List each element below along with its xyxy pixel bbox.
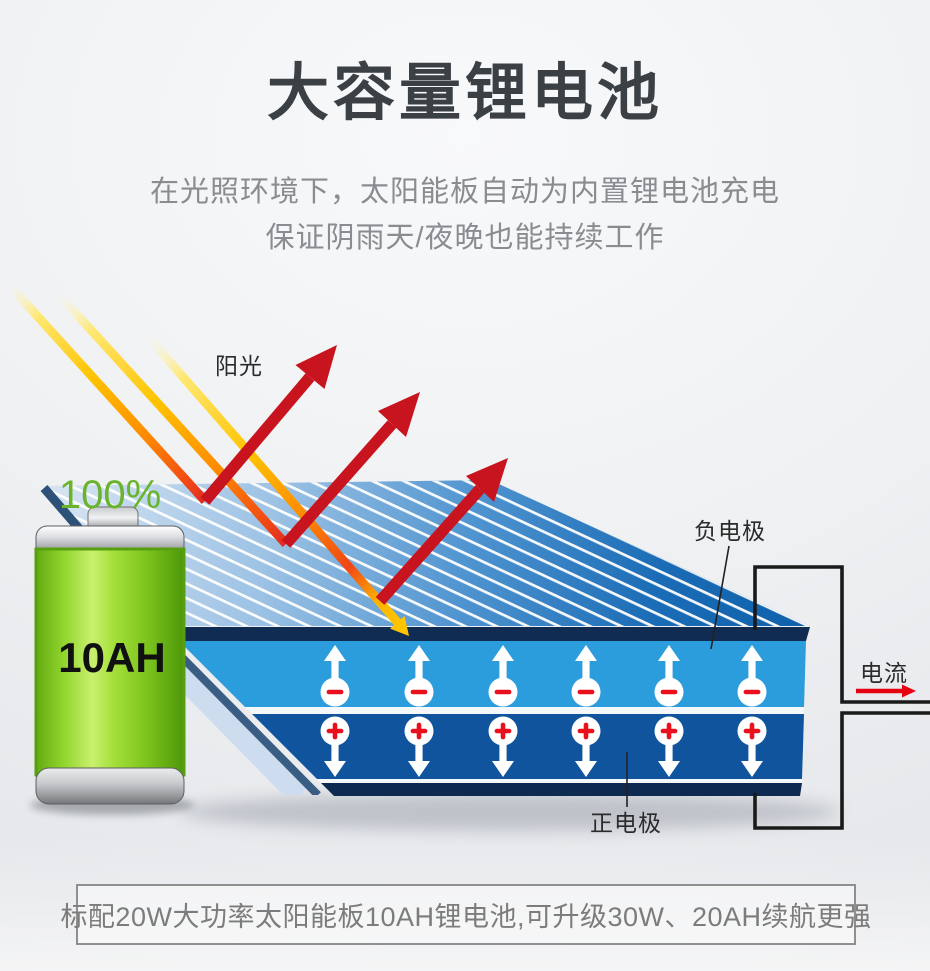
reflection-arrow-2-head xyxy=(378,392,420,437)
panel-separator-gap-2 xyxy=(317,779,802,783)
battery-charge-percent: 100% xyxy=(59,473,161,517)
panel-shadow xyxy=(180,793,840,831)
battery-illustration: 10AH xyxy=(34,506,186,805)
sun-rays xyxy=(6,282,409,636)
reflection-arrow-3-head xyxy=(466,458,508,502)
reflection-arrow-2-stem xyxy=(281,420,397,548)
battery-body xyxy=(34,547,186,777)
subtitle-line-2: 保证阴雨天/夜晚也能持续工作 xyxy=(265,222,665,254)
reflection-arrow-1-head xyxy=(295,345,337,389)
current-indicator: 电流 xyxy=(856,660,916,698)
sun-ray-3-arrowhead xyxy=(390,616,409,636)
reflection-arrows xyxy=(200,345,508,605)
circuit-wires xyxy=(753,565,930,830)
reflection-arrow-1-stem xyxy=(200,373,315,505)
negative-electrode-label: 负电极 xyxy=(694,518,766,544)
sun-ray-1 xyxy=(6,282,209,505)
negative-electrode-pointer xyxy=(710,545,730,650)
sun-ray-2 xyxy=(56,292,290,548)
circuit-wire-top xyxy=(753,565,930,704)
footer-note-text: 标配20W大功率太阳能板10AH锂电池,可升级30W、20AH续航更强 xyxy=(60,902,872,932)
reflection-arrow-3-stem xyxy=(375,485,485,605)
current-label: 电流 xyxy=(860,660,908,686)
battery-capacity-label: 10AH xyxy=(58,634,165,681)
subtitle-line-1: 在光照环境下，太阳能板自动为内置锂电池充电 xyxy=(149,176,780,208)
positive-electrode-label: 正电极 xyxy=(590,810,662,836)
electrode-callouts: 负电极 正电极 xyxy=(590,518,766,836)
circuit-wire-bottom xyxy=(753,711,930,830)
panel-top-electrode-strip xyxy=(165,627,810,641)
battery-bottom-cap xyxy=(35,767,185,805)
sun-ray-3 xyxy=(144,334,403,627)
current-arrow-head xyxy=(902,684,916,698)
sunlight-label: 阳光 xyxy=(215,353,263,379)
page-title: 大容量锂电池 xyxy=(266,59,663,128)
footer-note-box: 标配20W大功率太阳能板10AH锂电池,可升级30W、20AH续航更强 xyxy=(60,884,871,945)
panel-separator-gap xyxy=(245,707,804,714)
panel-bottom-electrode-strip xyxy=(321,783,802,796)
